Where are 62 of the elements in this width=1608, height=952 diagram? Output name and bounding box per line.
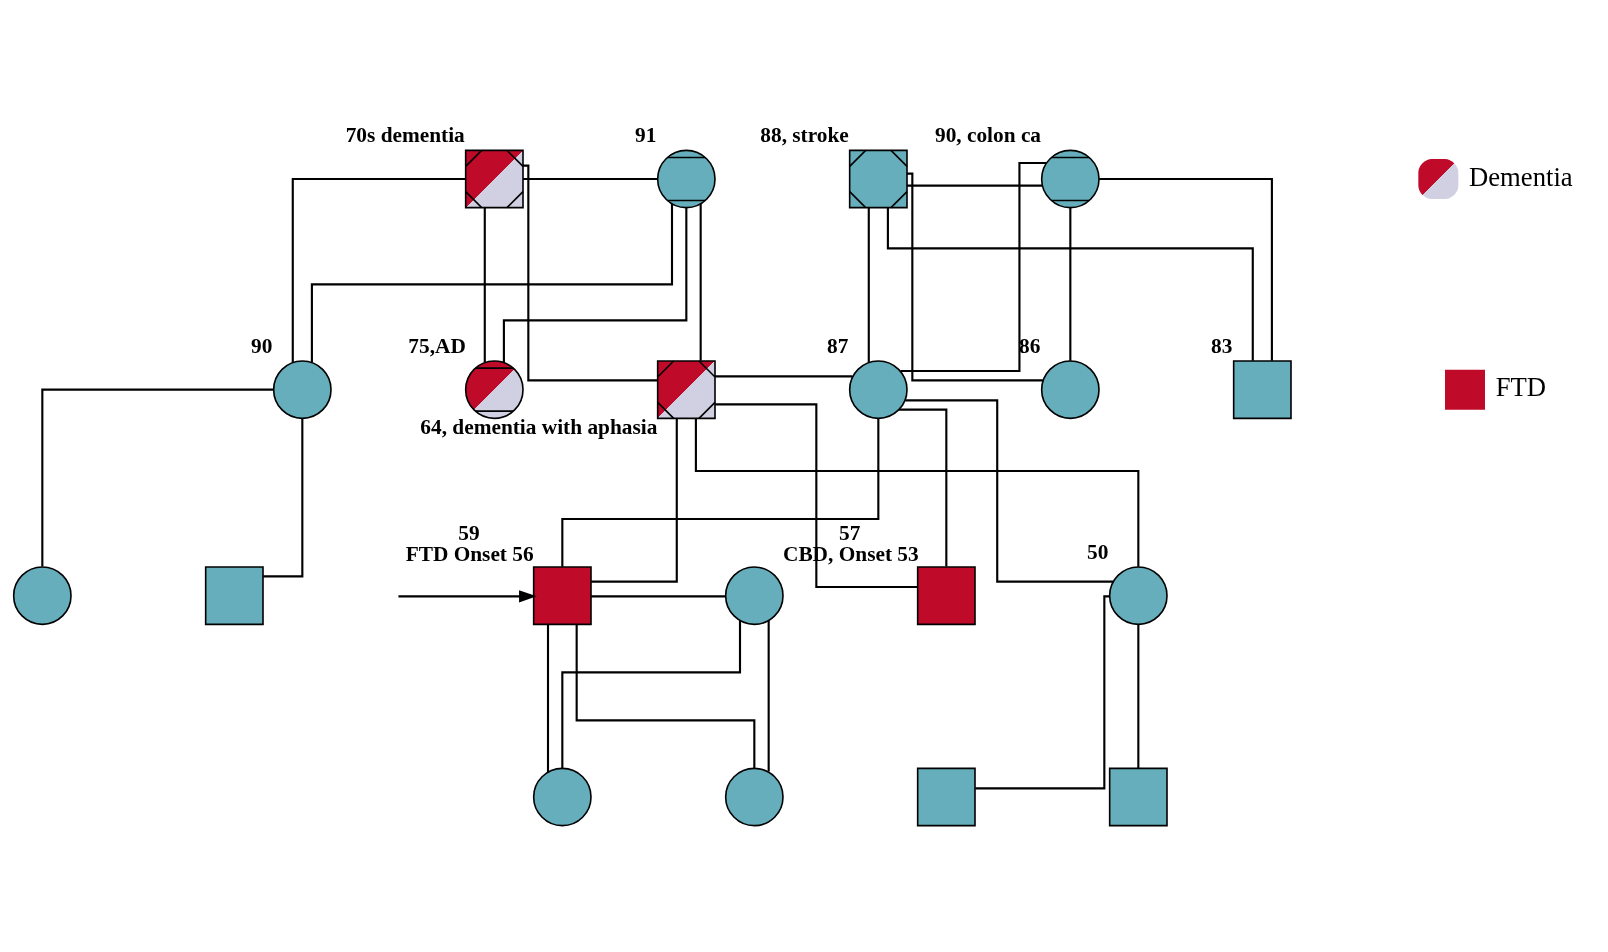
- connector: [263, 418, 304, 578]
- connector: [483, 207, 486, 363]
- connector: [767, 620, 770, 772]
- node-label: 91: [635, 123, 657, 148]
- connector: [975, 595, 1110, 790]
- node-label: 75,AD: [408, 333, 466, 358]
- node-circle: [532, 767, 592, 827]
- connector: [561, 620, 742, 769]
- legend-label: FTD: [1495, 372, 1547, 403]
- node-label: 87: [827, 333, 849, 358]
- node-label: 90: [251, 333, 273, 358]
- connector: [899, 408, 948, 567]
- node-box: [204, 566, 264, 626]
- node-label: 86: [1019, 333, 1041, 358]
- node-box: [1108, 767, 1168, 827]
- node-label: 88, stroke: [760, 123, 849, 148]
- legend-label: Dementia: [1469, 161, 1573, 192]
- node-box: [916, 767, 976, 827]
- connector: [310, 203, 674, 363]
- node-circle: [12, 566, 72, 626]
- node-circle: [724, 767, 784, 827]
- node-label: 50: [1087, 539, 1109, 564]
- node-circle: [724, 566, 784, 626]
- node-box: [532, 566, 592, 626]
- connector: [575, 624, 756, 768]
- connector: [905, 399, 1114, 583]
- connector: [1137, 624, 1140, 769]
- node-circle: [656, 149, 716, 209]
- node-circle: [1108, 566, 1168, 626]
- connector: [502, 207, 688, 363]
- connector: [591, 418, 678, 583]
- connector: [41, 388, 274, 567]
- node-box: [1232, 360, 1292, 420]
- connector: [907, 184, 1042, 187]
- connector: [1069, 207, 1072, 361]
- node-label: 57: [839, 521, 861, 546]
- connector: [561, 418, 880, 567]
- node-circle: [464, 360, 524, 420]
- node-circle: [272, 360, 332, 420]
- node-label: 64, dementia with aphasia: [420, 415, 658, 440]
- node-label: 70s dementia: [345, 123, 465, 148]
- connector: [523, 164, 658, 382]
- connector: [291, 177, 466, 363]
- node-box: [916, 566, 976, 626]
- connector: [715, 375, 853, 378]
- node-label: 90, colon ca: [935, 123, 1042, 148]
- arrow: [398, 590, 537, 603]
- connector: [867, 207, 870, 363]
- connector: [699, 204, 702, 361]
- connector: [715, 403, 918, 589]
- connector: [900, 161, 1047, 373]
- connector: [591, 595, 726, 598]
- connector: [546, 624, 550, 772]
- connector: [523, 177, 658, 181]
- node-circle: [848, 360, 908, 420]
- connector: [907, 172, 1044, 382]
- node-label: 83: [1211, 333, 1233, 358]
- connector: [694, 418, 1140, 567]
- node-circle: [1040, 360, 1100, 420]
- connector: [1099, 177, 1273, 361]
- connector: [886, 208, 1254, 361]
- node-circle: [1040, 149, 1100, 209]
